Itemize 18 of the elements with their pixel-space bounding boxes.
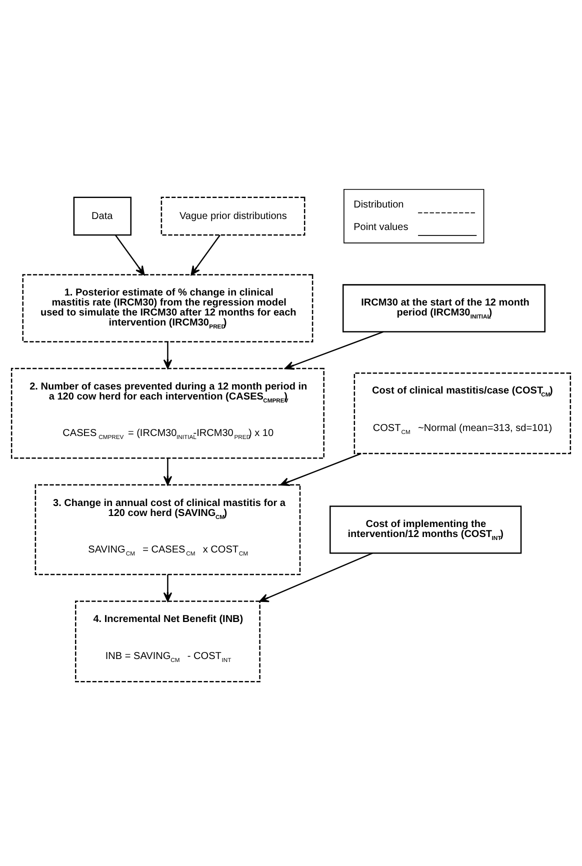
node-box: 2. Number of cases prevented during a 12 month period in a 120 cow herd for each intervention (CASES$_{CMPREV}$) CASES$_{CMPREV}$ = (IRCM30$_{INITIAL}$-IRCM30$_{PRED}$) x 10 <box>10 368 324 459</box>
node-box: 4. Incremental Net Benefit (INB) INB = SAVING$_{CM}$ - COST$_{INT}$ <box>75 600 260 682</box>
arrow <box>259 552 373 602</box>
legend-label: Distribution <box>354 199 404 210</box>
arrow <box>284 331 384 370</box>
arrow <box>280 453 362 486</box>
node-box: Cost of clinical mastitis/case (COST$_{CM}$) COST$_{CM}$ ~Normal (mean=313, sd=101) <box>354 372 572 454</box>
node-box: Vague prior distributions <box>160 196 306 236</box>
arrow <box>163 342 172 369</box>
arrow <box>163 458 172 486</box>
legend-label: Point values <box>354 222 408 234</box>
arrow <box>114 234 145 276</box>
node-box: IRCM30 at the start of the 12 month period (IRCM30$_{INITIAL}$) <box>342 284 546 332</box>
node-box: 3. Change in annual cost of clinical mastitis for a 120 cow herd (SAVING$_{CM}$) SAVING$_{CM}$ = CASES$_{CM}$ x COST$_{CM}$ <box>34 484 301 576</box>
arrow <box>163 574 172 602</box>
node-box: Cost of implementing the intervention/12 months (COST$_{INT}$) <box>330 506 522 554</box>
arrow <box>190 234 220 276</box>
node-box: Data <box>73 196 132 236</box>
